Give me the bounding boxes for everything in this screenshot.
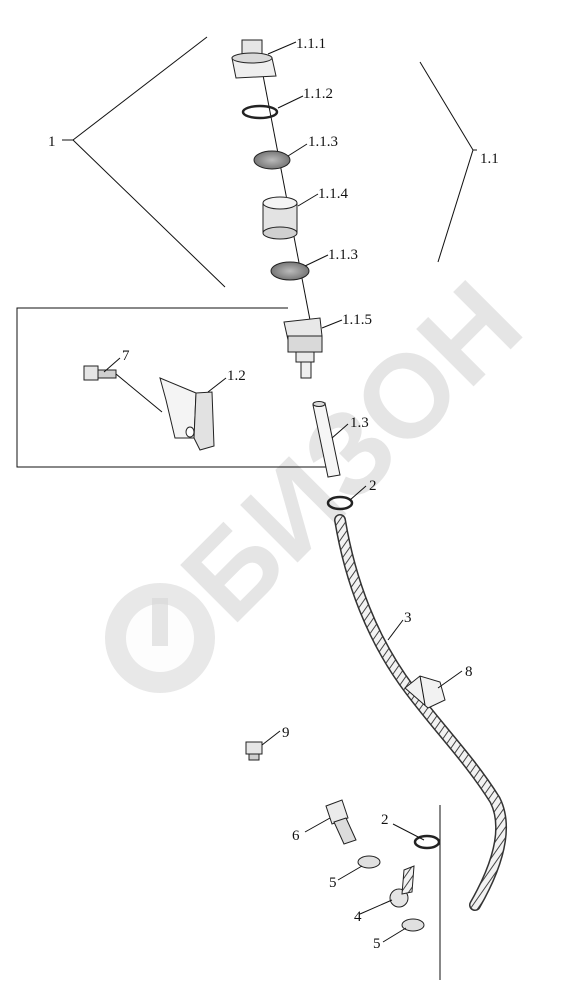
label-4: 4 xyxy=(354,909,362,925)
label-1: 1 xyxy=(48,134,56,150)
housing-1-1-5 xyxy=(283,317,323,379)
label-1-1-4: 1.1.4 xyxy=(318,186,349,202)
cylinder-1-1-4 xyxy=(262,196,298,240)
label-1-1-5: 1.1.5 xyxy=(342,312,372,328)
label-1-1: 1.1 xyxy=(480,151,499,167)
cap-1-1-1 xyxy=(231,39,277,79)
clamp-top-2 xyxy=(326,495,354,511)
watermark: БИЗОН xyxy=(105,257,547,693)
leader-lines xyxy=(103,41,463,943)
clamp-bottom-2 xyxy=(413,834,441,850)
label-1-1-2: 1.1.2 xyxy=(303,86,333,102)
label-1-1-3-top: 1.1.3 xyxy=(308,134,338,150)
plug-9 xyxy=(245,741,263,761)
detail-frame xyxy=(16,307,330,468)
label-1-3: 1.3 xyxy=(350,415,369,431)
label-1-2: 1.2 xyxy=(227,368,246,384)
washer-bottom-5 xyxy=(401,918,425,932)
group-1-1-bracket xyxy=(419,61,477,263)
bracket-1-2 xyxy=(159,377,215,451)
tube-1-3 xyxy=(312,401,341,478)
label-3: 3 xyxy=(404,610,412,626)
label-7: 7 xyxy=(122,348,130,364)
washer-top-5 xyxy=(357,855,381,869)
watermark-logo xyxy=(105,583,215,693)
bolt-7 xyxy=(83,365,163,413)
label-8: 8 xyxy=(465,664,473,680)
banjo-4 xyxy=(389,865,415,908)
label-1-1-3-bottom: 1.1.3 xyxy=(328,247,358,263)
bolt-6 xyxy=(325,799,357,845)
label-2-bottom: 2 xyxy=(381,812,389,828)
label-9: 9 xyxy=(282,725,290,741)
clip-8 xyxy=(404,675,446,709)
ring-1-1-2 xyxy=(241,104,279,120)
label-2-top: 2 xyxy=(369,478,377,494)
filter-disk-top xyxy=(253,150,291,170)
label-5-top: 5 xyxy=(329,875,337,891)
group-1-bracket xyxy=(62,36,226,288)
hose-3-coil xyxy=(335,515,506,910)
filter-disk-bottom xyxy=(270,261,310,281)
label-6: 6 xyxy=(292,828,300,844)
label-5-bottom: 5 xyxy=(373,936,381,952)
label-1-1-1: 1.1.1 xyxy=(296,36,326,52)
